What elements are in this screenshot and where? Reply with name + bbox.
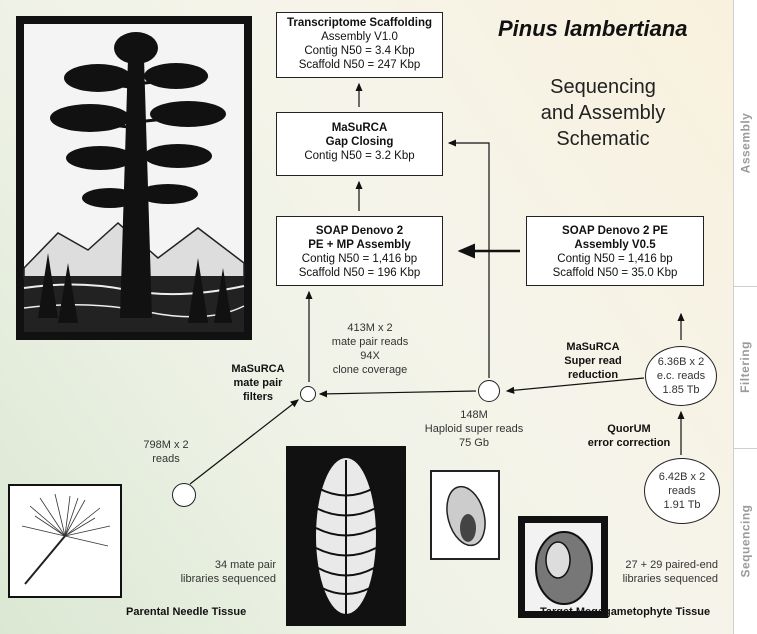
arrow-ec-to-superreads — [505, 377, 645, 394]
super-read-reduction-label: MaSuRCA Super read reduction — [564, 341, 622, 381]
arrow-needle-to-filter — [189, 399, 299, 485]
transcriptome-scaffolding-box: Transcriptome Scaffolding Assembly V1.0 … — [276, 12, 443, 78]
gap-closing-box: MaSuRCA Gap Closing Contig N50 = 3.2 Kbp — [276, 112, 443, 176]
side-band — [733, 0, 757, 634]
mate-pair-reads-label: 413M x 2 mate pair reads 94X clone cover… — [331, 322, 409, 376]
band-divider — [733, 286, 757, 287]
megagametophyte-caption: Target Megagametophyte Tissue — [540, 606, 711, 618]
band-divider — [733, 448, 757, 449]
needle-caption: Parental Needle Tissue — [126, 606, 247, 618]
mate-pair-filters-label: MaSuRCA mate pair filters — [231, 363, 285, 403]
pine-cone-image — [286, 446, 406, 626]
super-reads-node — [478, 380, 500, 402]
needle-reads-label: 798M x 2 reads — [143, 439, 189, 465]
needle-tissue-image — [8, 484, 122, 598]
seed-image — [430, 470, 500, 560]
megagametophyte-image — [518, 516, 608, 618]
pe-libraries-label: 27 + 29 paired-end libraries sequenced — [622, 559, 718, 585]
raw-reads-node: 6.42B x 2 reads 1.91 Tb — [644, 458, 720, 524]
schematic-title: Sequencing and Assembly Schematic — [540, 76, 666, 150]
ec-reads-node: 6.36B x 2 e.c. reads 1.85 Tb — [645, 346, 717, 406]
quorum-label: QuorUM error correction — [587, 423, 671, 449]
needle-reads-node — [172, 483, 196, 507]
mate-libraries-label: 34 mate pair libraries sequenced — [180, 559, 276, 585]
species-title: Pinus lambertiana — [498, 16, 688, 41]
soap-pe-mp-assembly-box: SOAP Denovo 2 PE + MP Assembly Contig N5… — [276, 216, 443, 286]
sugar-pine-tree-image — [16, 16, 252, 340]
mate-pair-filter-node — [300, 386, 316, 402]
arrow-superreads-to-gap — [447, 139, 490, 378]
soap-pe-assembly-box: SOAP Denovo 2 PE Assembly V0.5 Contig N5… — [526, 216, 704, 286]
haploid-super-reads-label: 148M Haploid super reads 75 Gb — [424, 409, 524, 449]
arrow-superreads-to-filter — [318, 390, 477, 398]
